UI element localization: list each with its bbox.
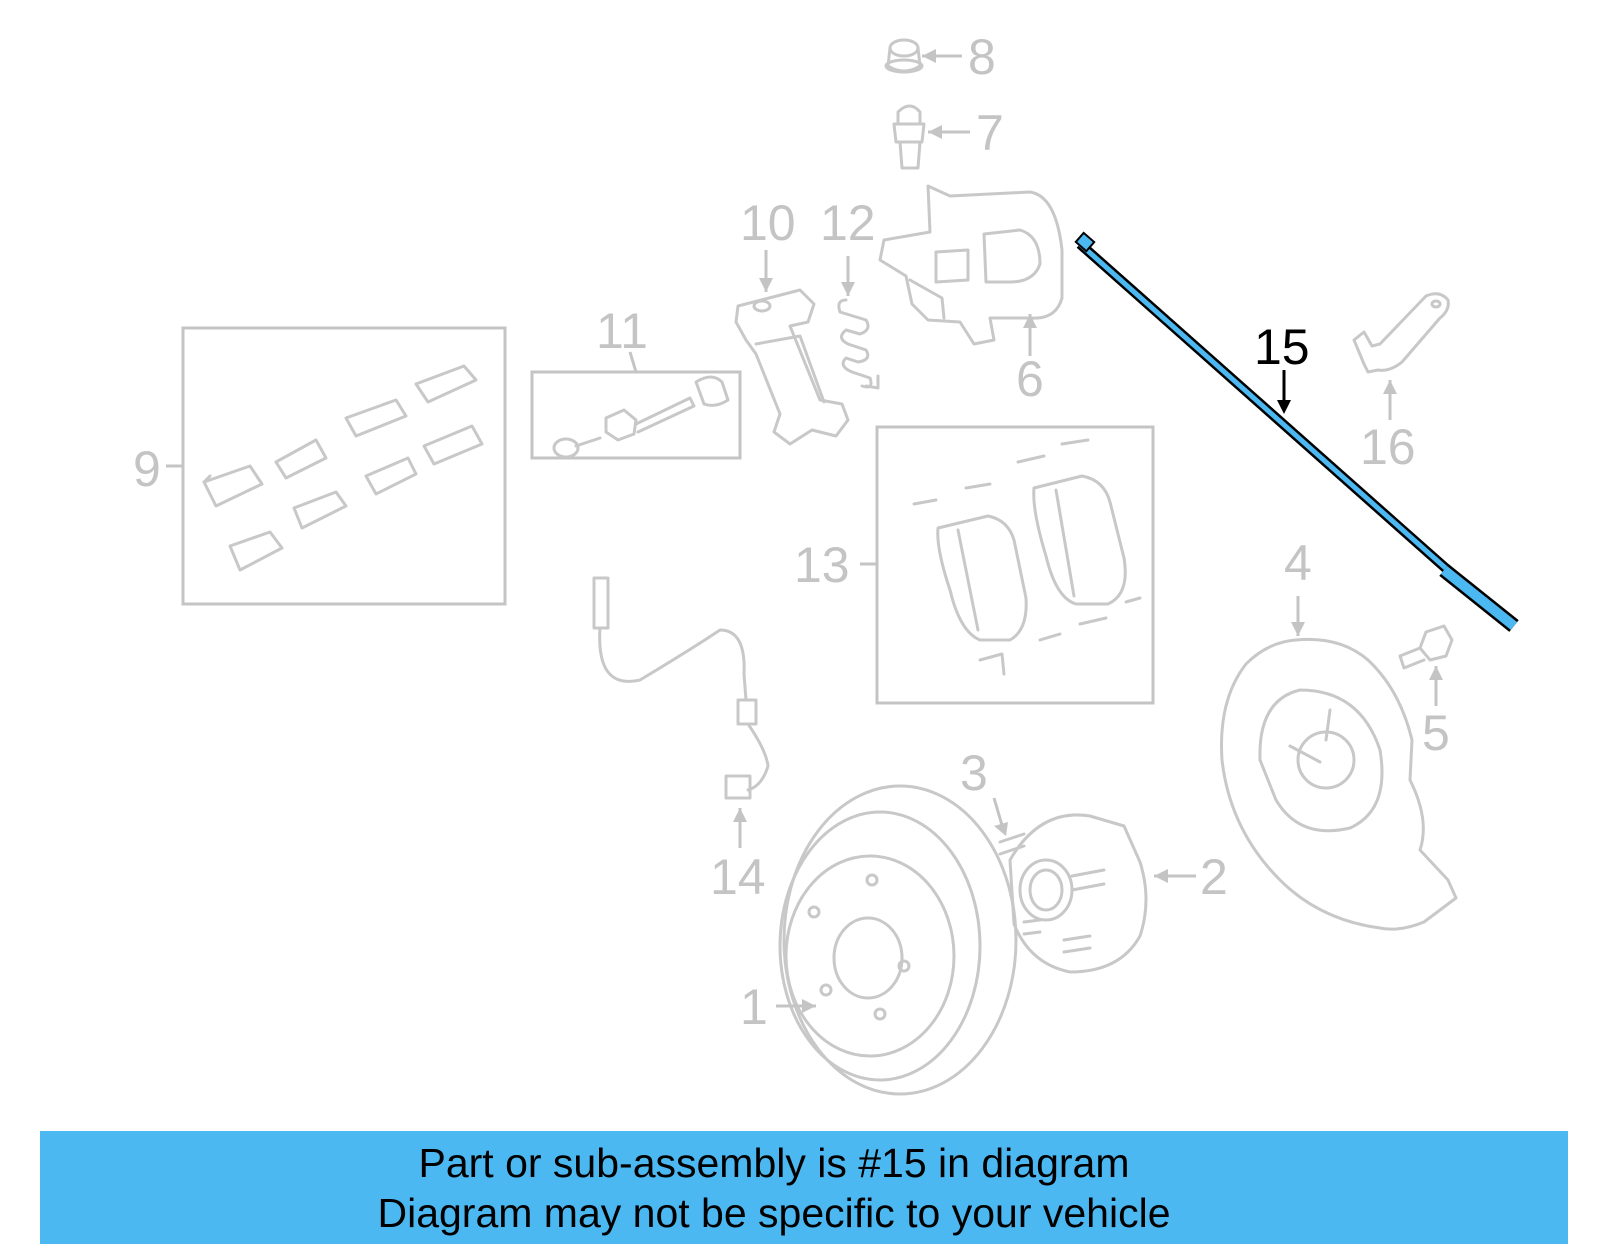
part-9-hardware-kit[interactable] [181,326,507,606]
part-11-guide-pin-kit[interactable] [530,370,742,460]
callout-2[interactable]: 2 [1200,849,1228,905]
info-banner: Part or sub-assembly is #15 in diagram D… [40,1131,1568,1244]
part-12-spring-clip[interactable] [837,298,880,390]
callout-5[interactable]: 5 [1422,705,1450,761]
callout-10[interactable]: 10 [740,195,796,251]
part-13-brake-pads[interactable] [875,425,1155,705]
callout-1[interactable]: 1 [740,979,768,1035]
callout-14[interactable]: 14 [710,849,766,905]
part-5-bolt[interactable] [1398,624,1454,670]
part-14-brake-hose[interactable] [592,576,770,800]
callout-11[interactable]: 11 [596,303,648,359]
callout-15[interactable]: 15 [1254,319,1310,375]
callout-13[interactable]: 13 [794,537,850,593]
callout-4[interactable]: 4 [1284,535,1312,591]
part-10-caliper-bracket[interactable] [734,288,850,446]
banner-line-1: Part or sub-assembly is #15 in diagram [418,1139,1130,1186]
part-7-bleeder-screw[interactable] [892,104,926,170]
callout-16[interactable]: 16 [1360,419,1416,475]
part-6-caliper[interactable] [878,184,1064,346]
callout-9[interactable]: 9 [133,441,161,497]
part-15-wear-sensor[interactable] [1074,231,1519,632]
part-1-brake-rotor[interactable] [778,784,1018,1096]
callout-8[interactable]: 8 [968,29,996,85]
callout-12[interactable]: 12 [820,195,876,251]
callout-6[interactable]: 6 [1016,351,1044,407]
part-2-wheel-hub[interactable] [998,813,1148,974]
part-8-grommet[interactable] [884,38,924,74]
part-16-bracket[interactable] [1352,292,1450,374]
banner-line-2: Diagram may not be specific to your vehi… [377,1189,1171,1236]
part-4-dust-shield[interactable] [1220,637,1458,931]
callout-3[interactable]: 3 [960,745,988,801]
callout-7[interactable]: 7 [976,105,1004,161]
